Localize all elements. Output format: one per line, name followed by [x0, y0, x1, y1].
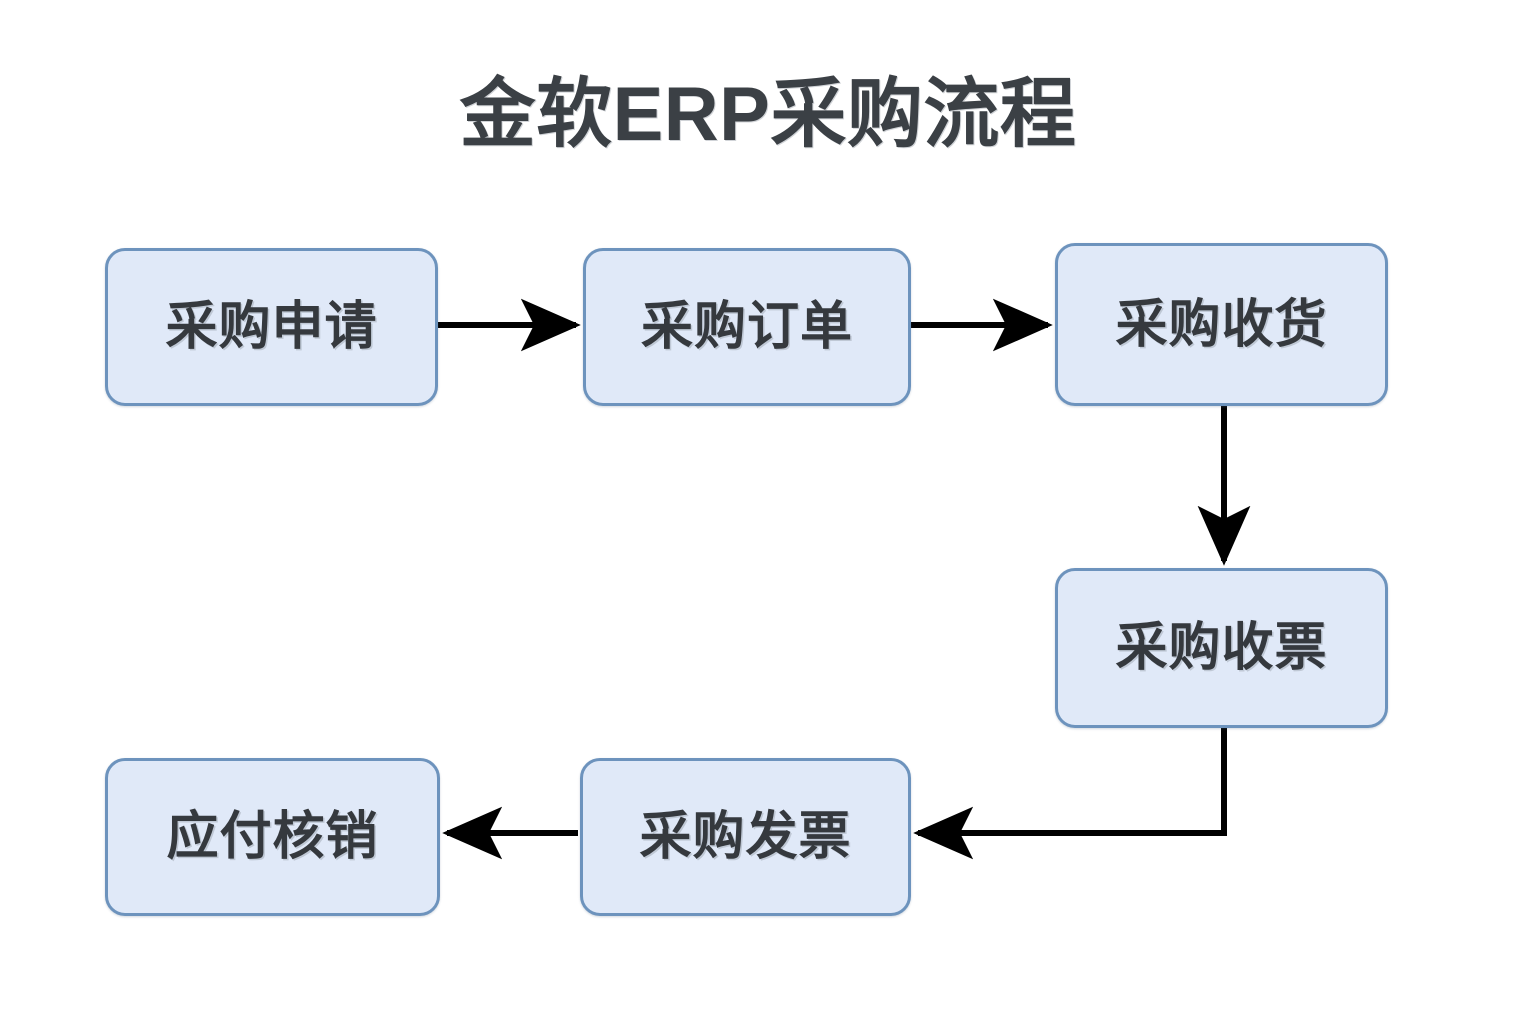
node-payable-settlement[interactable]: 应付核销	[105, 758, 440, 916]
edge-bill-to-invoice	[913, 728, 1227, 860]
node-purchase-request[interactable]: 采购申请	[105, 248, 438, 406]
node-label: 采购收货	[1115, 295, 1328, 354]
node-label: 采购发票	[639, 808, 852, 866]
node-label: 应付核销	[166, 808, 379, 866]
node-label: 采购订单	[640, 298, 853, 356]
node-purchase-receipt[interactable]: 采购收货	[1055, 243, 1388, 406]
node-label: 采购申请	[165, 298, 378, 356]
node-purchase-invoice[interactable]: 采购发票	[580, 758, 911, 916]
node-purchase-bill[interactable]: 采购收票	[1055, 568, 1388, 728]
page-title: 金软ERP采购流程	[459, 72, 1077, 157]
node-purchase-order[interactable]: 采购订单	[583, 248, 911, 406]
node-label: 采购收票	[1115, 619, 1328, 677]
